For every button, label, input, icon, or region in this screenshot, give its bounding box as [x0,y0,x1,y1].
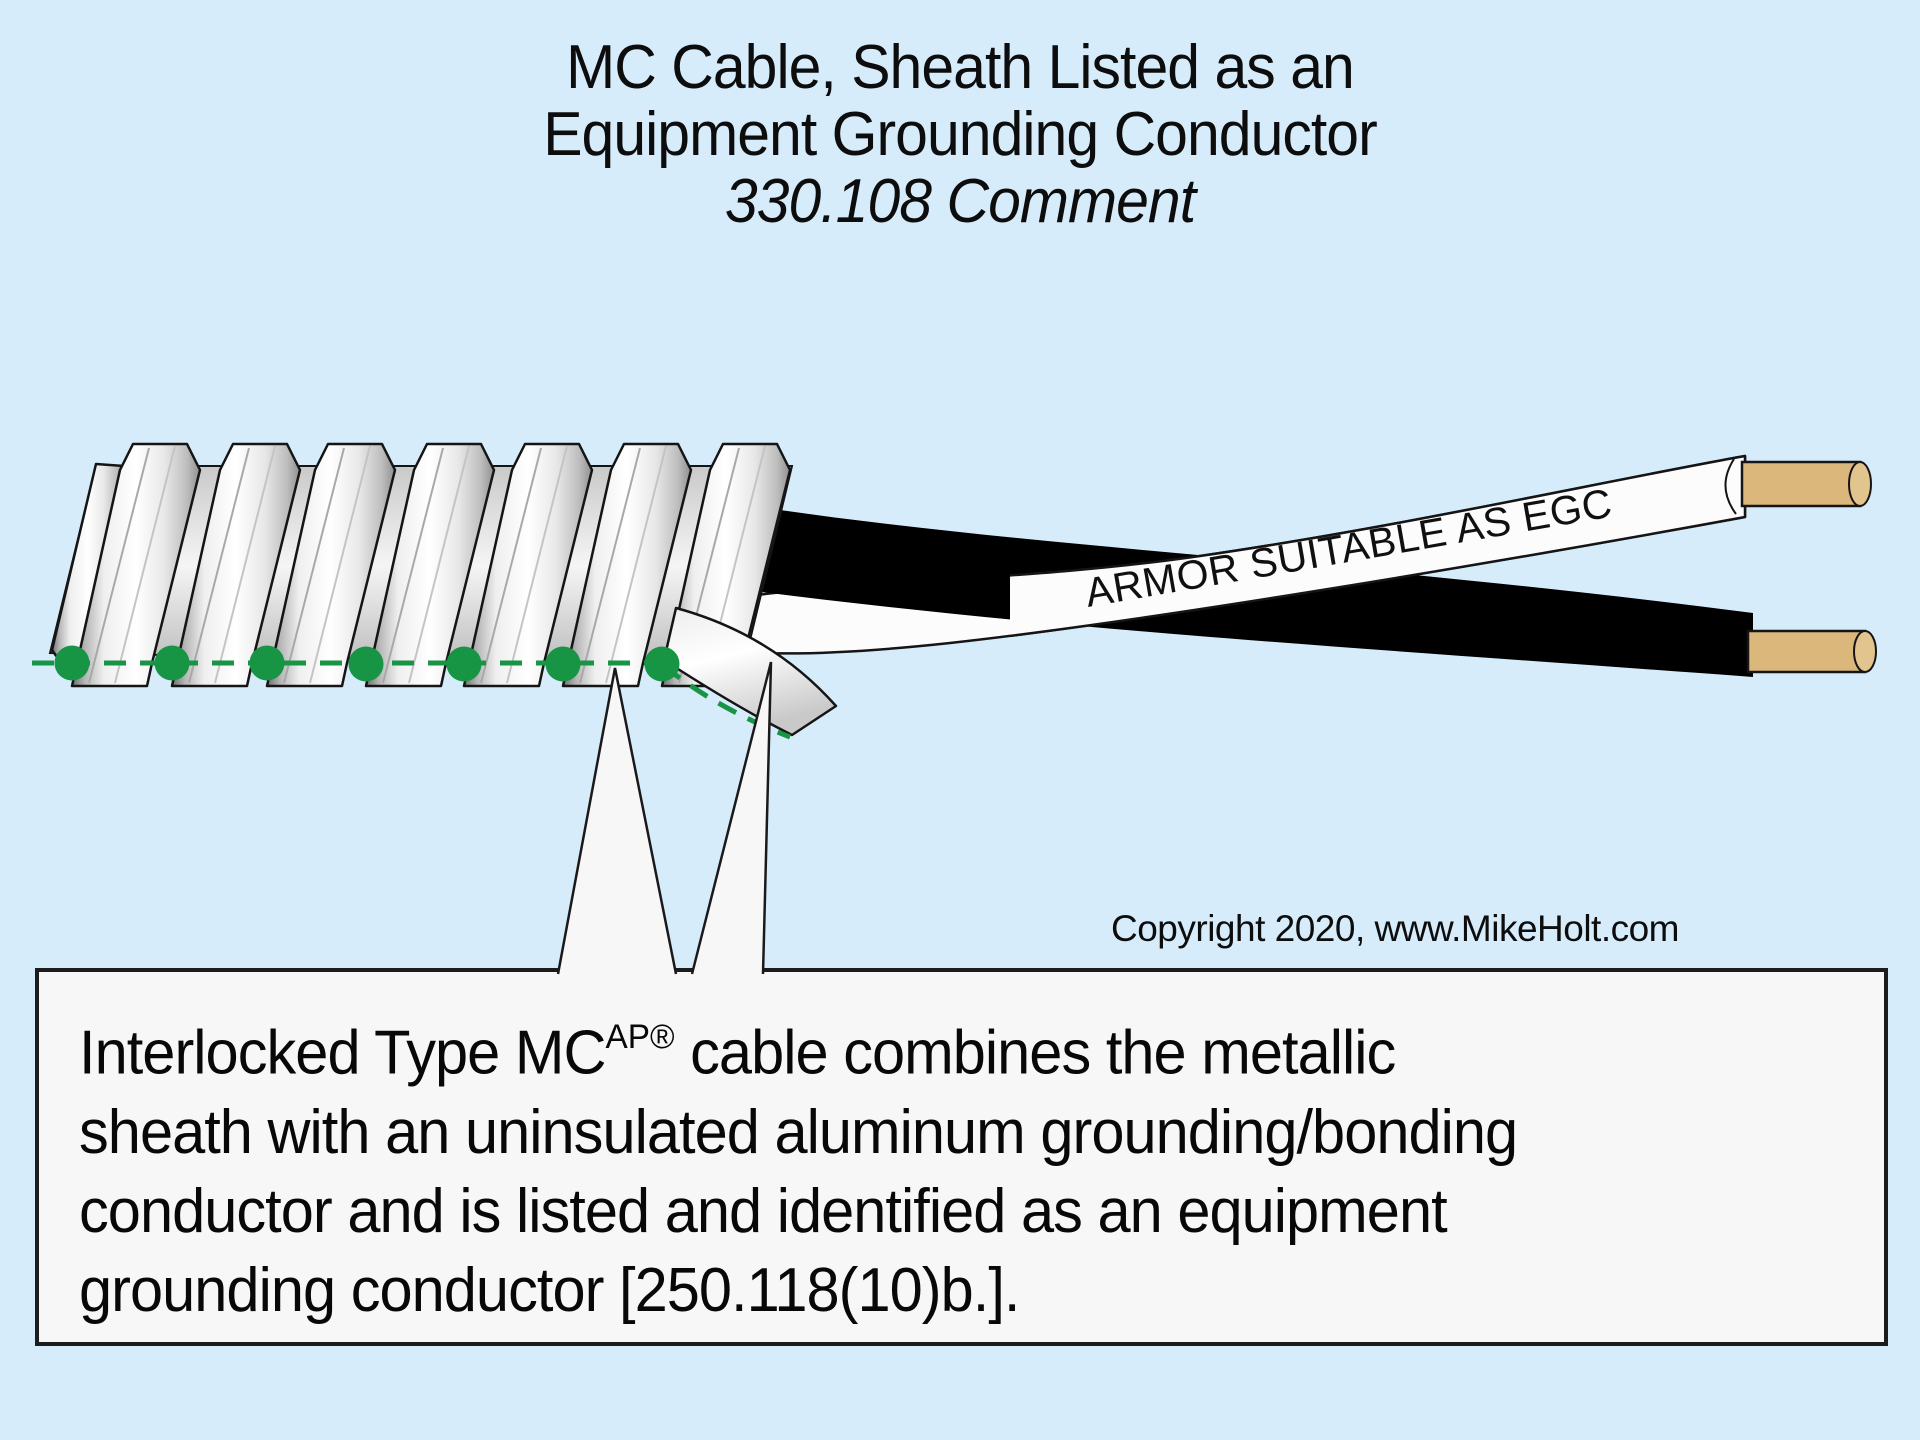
callout-pointer-left [558,668,676,977]
caption-box: Interlocked Type MCAP® cable combines th… [35,968,1888,1346]
sheath-ridge-highlight [678,447,740,684]
peeled-armor-strip [662,606,838,737]
title-line-2: Equipment Grounding Conductor [543,100,1378,169]
caption-line-3: conductor and is listed and identified a… [79,1176,1448,1246]
sheath-ridge [660,442,792,688]
egc-armor-strip-front [1010,454,1747,638]
sheath-ridge-highlight [88,447,150,684]
caption-mcap-superscript: AP® [605,1017,675,1056]
sheath-ridge-highlight [506,445,568,684]
sheath-ridge-highlight [382,447,444,684]
egc-armor-strip [628,454,1747,655]
sheath-ridge [70,442,202,688]
sheath-ridges [70,442,792,688]
bonding-dots [54,645,680,682]
sheath-end-cap [50,462,126,686]
sheath-ridge-highlight [188,447,250,684]
caption-text: Interlocked Type MCAP® cable combines th… [79,1002,1773,1330]
sheath-ridge-highlight [704,445,766,684]
black-conductor [762,510,1753,677]
sheath-core [48,465,794,667]
caption-line-4: grounding conductor [250.118(10)b.]. [79,1255,1020,1325]
black-conductor-copper-tip [1746,629,1877,674]
sheath-ridge [265,442,397,688]
bonding-dot [348,646,384,682]
bonding-dot [446,646,482,682]
sheath-ridge-highlight [408,445,470,684]
armor-egc-label: ARMOR SUITABLE AS EGC [1082,480,1616,616]
bonding-dot [249,645,285,681]
bonding-dot [54,645,90,681]
page-title: MC Cable, Sheath Listed as an Equipment … [48,34,1872,235]
bonding-dot [545,646,581,682]
bonding-dot [644,646,680,682]
sheath-ridge [364,442,496,688]
caption-line-2: sheath with an uninsulated aluminum grou… [79,1097,1518,1167]
title-line-1: MC Cable, Sheath Listed as an [566,33,1355,102]
sheath-ridge-highlight [309,445,371,684]
bonding-dashed-curve [662,664,791,740]
sheath-ridge [462,442,594,688]
sheath-ridge [561,442,693,688]
copyright-notice: Copyright 2020, www.MikeHolt.com [1111,908,1680,949]
sheath-ridge-highlight [283,447,345,684]
caption-line-1-prefix: Interlocked Type MC [79,1018,606,1088]
bonding-path [32,645,791,740]
sheath-ridge [170,442,302,688]
caption-line-1: Interlocked Type MCAP® cable combines th… [79,1002,1773,1093]
interlocked-metal-sheath [48,442,794,688]
egc-insulation-end-face [1724,458,1737,515]
caption-line-1-rest: cable combines the metallic [674,1018,1396,1088]
title-code-reference: 330.108 Comment [724,167,1196,236]
callout-pointers [556,661,773,977]
sheath-ridge-highlight [214,445,276,684]
egc-copper-tip [1740,460,1872,508]
callout-pointer-right [692,662,771,977]
sheath-ridge-highlight [579,447,641,684]
sheath-ridge-highlight [114,445,176,684]
sheath-ridge-highlight [605,445,667,684]
bonding-dot [154,645,190,681]
sheath-ridge-highlight [480,447,542,684]
